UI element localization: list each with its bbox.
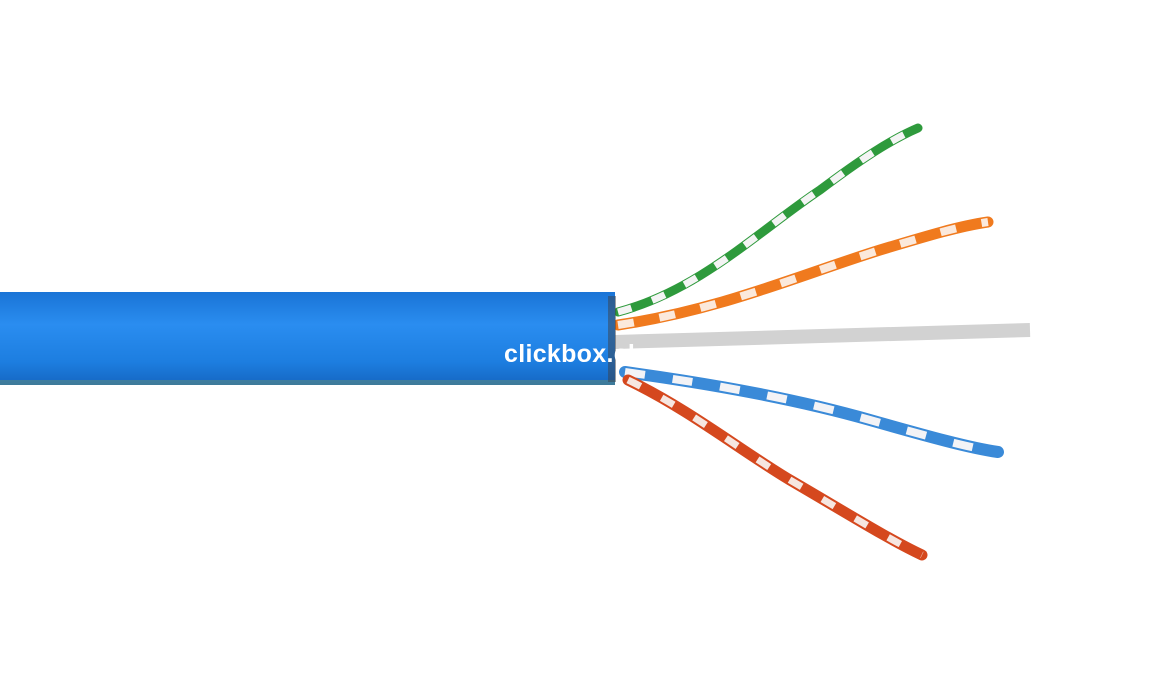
cable-jacket — [0, 292, 615, 385]
red-twisted-pair — [622, 374, 928, 561]
grey-spline — [614, 323, 1031, 349]
blue-twisted-pair — [619, 366, 1004, 458]
green-twisted-pair — [613, 123, 923, 317]
watermark-logo: clickbox.cl — [504, 340, 636, 368]
orange-twisted-pair — [612, 216, 994, 331]
